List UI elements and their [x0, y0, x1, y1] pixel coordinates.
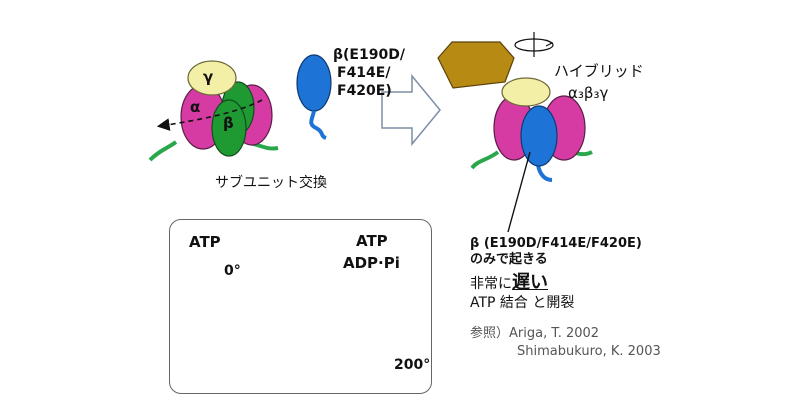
beta-subunit-front [211, 99, 247, 157]
subunit-exchange-label: サブユニット交換 [215, 175, 327, 191]
hybrid-title: ハイブリッド [554, 62, 644, 80]
alpha-label: α [190, 98, 201, 116]
panel-atp-left: ATP [189, 233, 221, 251]
f1-complex-original [148, 60, 279, 162]
slow-line: 非常に遅い [470, 274, 548, 292]
beta-label: β [223, 114, 234, 132]
hybrid-alpha-tail [470, 150, 500, 170]
rotation-dashed-arrow [156, 99, 263, 131]
slow-prefix: 非常に [470, 276, 512, 292]
panel-angle-end: 200° [394, 357, 431, 373]
callout-line1: β (E190D/F414E/F420E) [470, 236, 642, 251]
panel-angle-start: 0° [224, 263, 241, 279]
callout-line2: のみで起きる [470, 252, 548, 267]
panel-atp-right: ATP [356, 232, 388, 250]
beta-mutant-subunit [296, 54, 332, 140]
hybrid-mutant-tail [536, 164, 553, 182]
mutant-label-line1: β(E190D/ [333, 47, 405, 63]
gamma-label: γ [203, 68, 214, 86]
rotation-panel [169, 219, 432, 394]
reference-2: Shimabukuro, K. 2003 [517, 344, 661, 359]
slow-word: 遅い [512, 272, 548, 293]
f1-complex-hybrid [437, 32, 593, 182]
stator-arm [437, 41, 515, 89]
atp-binding-cleavage: ATP 結合 と開裂 [470, 295, 575, 311]
reference-1: 参照）Ariga, T. 2002 [470, 326, 600, 341]
callout-line [507, 151, 531, 233]
mutant-label-line2: F414E/ [337, 65, 391, 81]
gamma-subunit [187, 60, 237, 96]
alpha-tail [148, 140, 178, 162]
exchange-arrow [381, 73, 441, 147]
mutant-label-line3: F420E) [337, 83, 392, 99]
panel-adp-pi: ADP·Pi [343, 254, 400, 272]
hybrid-beta-mutant [520, 105, 558, 167]
hybrid-formula: α₃β₃γ [568, 84, 609, 102]
hybrid-gamma-subunit [501, 77, 551, 107]
